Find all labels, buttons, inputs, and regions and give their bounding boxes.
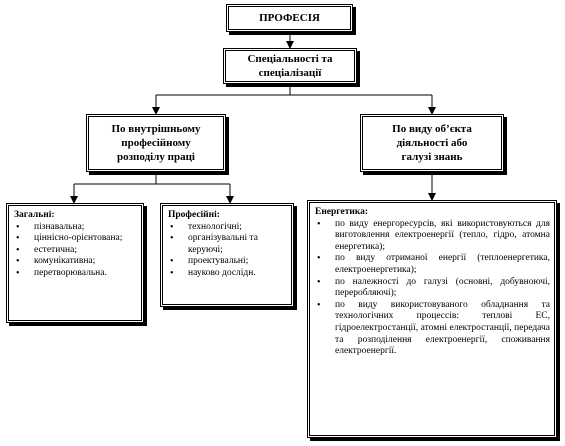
list-item: естетична; xyxy=(14,245,137,257)
general-functions-box: Загальні: пізнавальна; ціннісно-орієнтов… xyxy=(6,203,144,323)
object-type-line1: По виду об’єкта xyxy=(392,123,472,135)
professional-list: технологічні; організувальні та керуючі;… xyxy=(168,222,287,280)
list-item: по виду енергоресурсів, які використовую… xyxy=(315,219,550,254)
list-item: по виду використовуваного обладнання та … xyxy=(315,300,550,358)
list-item: перетворювальна. xyxy=(14,268,137,280)
energy-heading: Енергетика: xyxy=(315,207,369,217)
general-heading: Загальні: xyxy=(14,210,55,220)
internal-division-line2: професійному xyxy=(121,137,191,149)
energy-list: по виду енергоресурсів, які використовую… xyxy=(315,219,550,358)
list-item: технологічні; xyxy=(168,222,287,234)
list-item: по виду отриманої енергії (теплоенергети… xyxy=(315,253,550,276)
profession-label: ПРОФЕСІЯ xyxy=(259,12,320,24)
specialties-line1: Спеціальності та xyxy=(247,53,333,65)
list-item: проектувальні; xyxy=(168,256,287,268)
profession-node: ПРОФЕСІЯ xyxy=(226,4,353,32)
energy-sector-box: Енергетика: по виду енергоресурсів, які … xyxy=(307,200,557,438)
list-item: пізнавальна; xyxy=(14,222,137,234)
object-type-node: По виду об’єкта діяльності або галузі зн… xyxy=(360,114,504,172)
specialties-line2: спеціалізації xyxy=(258,67,322,79)
professional-heading: Професійні: xyxy=(168,210,220,220)
list-item: по належності до галузі (основні, добувн… xyxy=(315,277,550,300)
internal-division-line3: розподілу праці xyxy=(117,151,195,163)
general-list: пізнавальна; ціннісно-орієнтована; естет… xyxy=(14,222,137,280)
list-item: ціннісно-орієнтована; xyxy=(14,233,137,245)
specialties-node: Спеціальності та спеціалізації xyxy=(223,48,357,84)
object-type-line3: галузі знань xyxy=(401,151,463,163)
professional-functions-box: Професійні: технологічні; організувальні… xyxy=(160,203,294,307)
object-type-line2: діяльності або xyxy=(396,137,468,149)
list-item: комунікативна; xyxy=(14,256,137,268)
list-item: науково дослідн. xyxy=(168,268,287,280)
internal-division-line1: По внутрішньому xyxy=(111,123,201,135)
internal-division-node: По внутрішньому професійному розподілу п… xyxy=(86,114,226,172)
list-item: організувальні та керуючі; xyxy=(168,233,287,256)
